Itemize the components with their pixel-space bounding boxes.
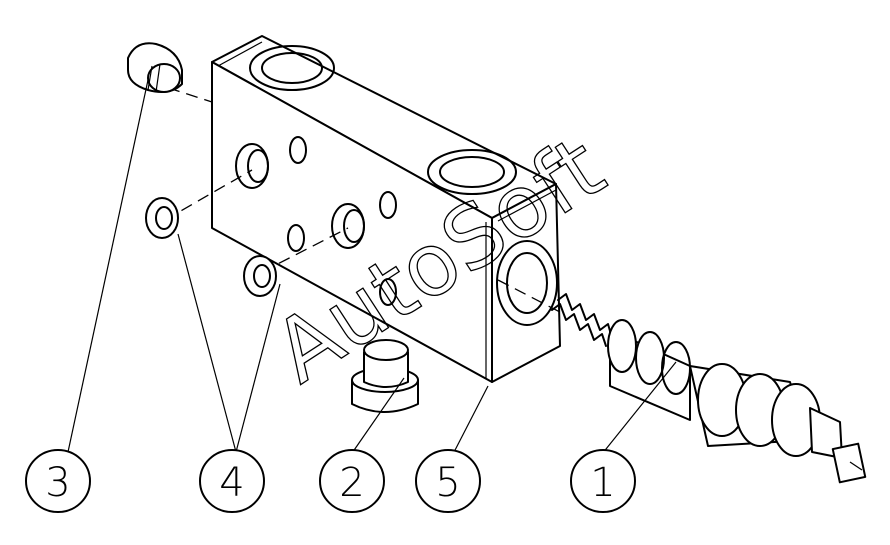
callout-2: 2 xyxy=(319,449,385,513)
cartridge-valve-part-1 xyxy=(551,293,867,484)
plug-part-2 xyxy=(351,339,419,413)
seal-rings-part-4 xyxy=(145,197,277,297)
callout-1: 1 xyxy=(570,449,636,513)
callout-3: 3 xyxy=(25,449,91,513)
leader-lines xyxy=(67,79,677,457)
callout-label: 1 xyxy=(590,460,615,506)
callout-label: 4 xyxy=(219,460,244,506)
callout-label: 3 xyxy=(45,460,70,506)
plug-part-3 xyxy=(127,42,183,93)
callout-label: 2 xyxy=(339,460,364,506)
callout-5: 5 xyxy=(415,449,481,513)
callout-label: 5 xyxy=(435,460,460,506)
valve-block xyxy=(211,35,561,383)
callout-4: 4 xyxy=(199,449,265,513)
